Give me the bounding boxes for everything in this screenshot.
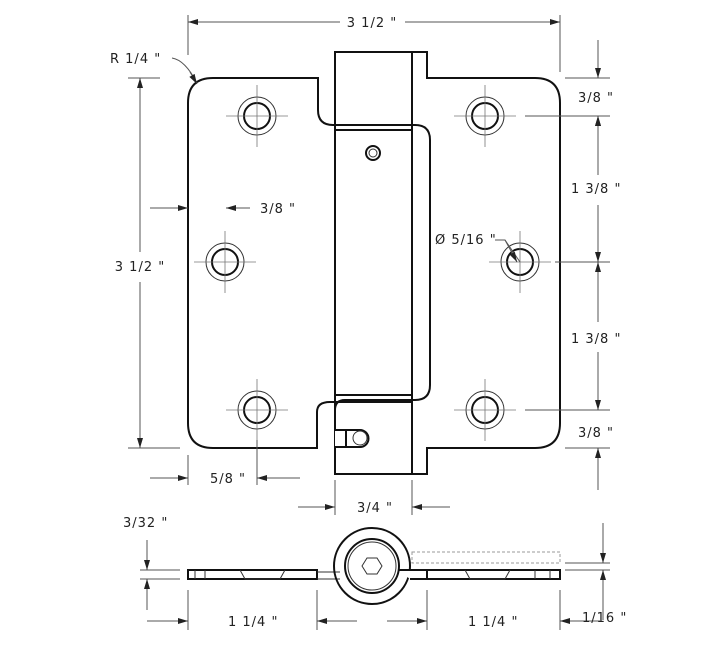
right-top-label: 3/8 " <box>578 91 614 106</box>
screw-holes <box>194 85 551 441</box>
screw-hole-icon <box>226 379 288 441</box>
corner-radius-label: R 1/4 " <box>110 52 161 67</box>
side-dimension-lines <box>140 523 610 630</box>
hinge-side-view <box>187 527 561 605</box>
hinge-front-view <box>187 51 561 475</box>
screw-hole-icon <box>226 85 288 147</box>
dimension-lines <box>128 15 610 515</box>
hole-diameter-label: Ø 5/16 " <box>435 233 497 248</box>
right-lower-spacing-label: 1 3/8 " <box>571 332 621 347</box>
screw-hole-icon <box>194 231 256 293</box>
right-upper-spacing-label: 1 3/8 " <box>571 182 621 197</box>
leaf-left-length-label: 1 1/4 " <box>228 615 278 630</box>
offset-label: 1/16 " <box>582 611 627 626</box>
hole-inset-bottom-label: 5/8 " <box>210 472 246 487</box>
leaf-right-length-label: 1 1/4 " <box>468 615 518 630</box>
knuckle-width-label: 3/4 " <box>357 501 393 516</box>
screw-hole-icon <box>454 85 516 147</box>
screw-hole-icon <box>454 379 516 441</box>
right-bottom-label: 3/8 " <box>578 426 614 441</box>
overall-height-label: 3 1/2 " <box>115 260 165 275</box>
leaf-thickness-label: 3/32 " <box>123 516 168 531</box>
overall-width-label: 3 1/2 " <box>347 16 397 31</box>
hole-inset-left-label: 3/8 " <box>260 202 296 217</box>
hex-socket-icon <box>361 557 383 575</box>
